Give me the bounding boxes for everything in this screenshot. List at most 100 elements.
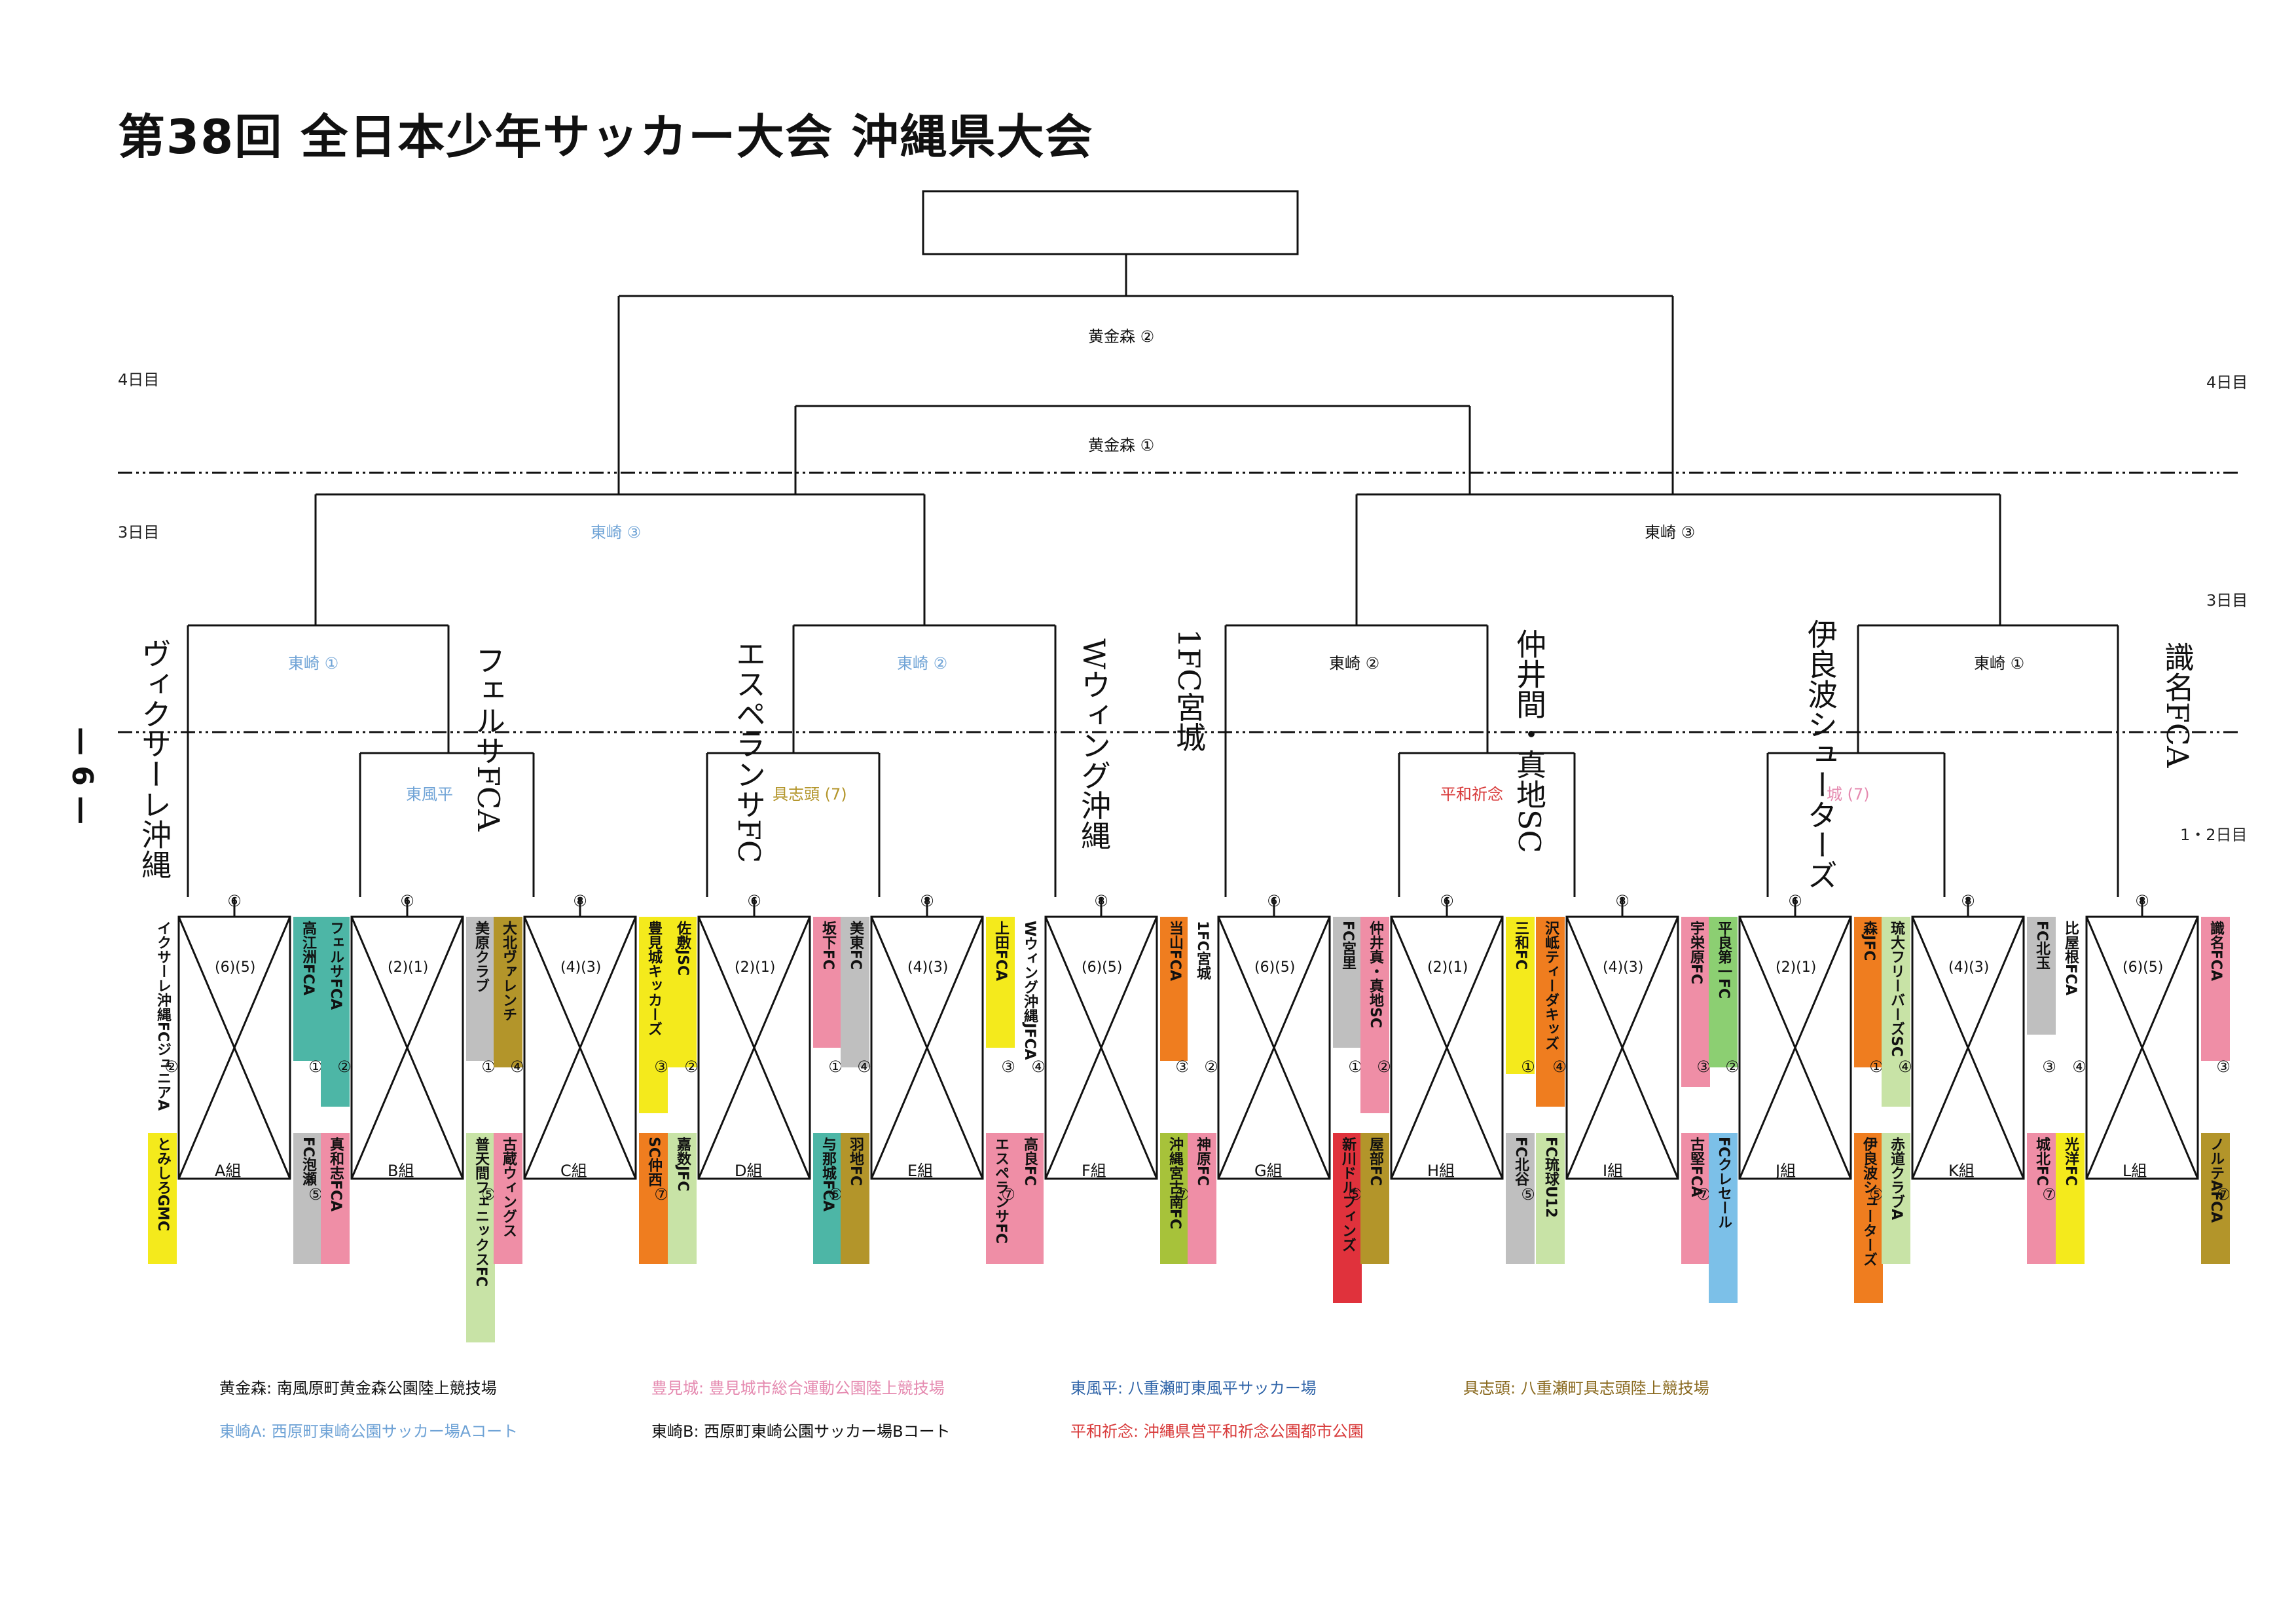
match-number: ① — [1348, 1058, 1362, 1076]
match-number: ① — [1869, 1058, 1884, 1076]
match-number: ⑧ — [920, 892, 934, 910]
group-score: (2)(1) — [1427, 959, 1468, 976]
match-number: ② — [337, 1058, 352, 1076]
team-name: 古蔵ウィングス — [494, 1133, 522, 1264]
group-diagonal — [177, 916, 291, 1179]
match-number: ③ — [1001, 1058, 1015, 1076]
day3-label-left: 3日目 — [118, 523, 160, 542]
team-name: 森JFC — [1854, 917, 1883, 1067]
group-name: D組 — [735, 1162, 763, 1180]
match-number: ② — [684, 1058, 699, 1076]
match-number: ⑦ — [2042, 1185, 2056, 1204]
team-name: 三和FC — [1506, 917, 1535, 1074]
group-diagonal — [697, 916, 811, 1179]
team-name: 新川ドルフィンズ — [1333, 1133, 1362, 1303]
match-number: ③ — [654, 1058, 668, 1076]
match-number: ⑥ — [400, 892, 414, 910]
group-diagonal — [1390, 916, 1504, 1179]
group-score: (2)(1) — [1776, 959, 1817, 976]
group-diagonal — [1217, 916, 1331, 1179]
team-name: FCクレセール — [1709, 1133, 1738, 1303]
match-number: ④ — [857, 1058, 871, 1076]
team-name: 美原クラブ — [466, 917, 495, 1061]
match-number: ⑥ — [1788, 892, 1802, 910]
team-name: 屋部FC — [1360, 1133, 1389, 1264]
team-name: FC宮里 — [1333, 917, 1362, 1048]
venue-r16-2: 東崎 ② — [897, 654, 948, 673]
match-number: ⑤ — [308, 1185, 323, 1204]
match-number: ④ — [1552, 1058, 1567, 1076]
group-score: (2)(1) — [388, 959, 429, 976]
match-number: ⑧ — [1094, 892, 1108, 910]
group-score: (4)(3) — [560, 959, 602, 976]
match-number: ⑤ — [481, 1185, 496, 1204]
venue-key-tomigusuku: 豊見城: 豊見城市総合運動公園陸上競技場 — [651, 1379, 945, 1397]
match-number: ⑤ — [1869, 1185, 1884, 1204]
group-diagonal — [523, 916, 637, 1179]
venue-semi: 黄金森 ① — [1088, 436, 1155, 454]
match-number: ⑤ — [828, 1185, 843, 1204]
team-name: 坂下FC — [813, 917, 842, 1048]
venue-r32-3: 平和祈念 — [1440, 785, 1503, 803]
group-name: E組 — [907, 1162, 934, 1180]
match-number: ⑧ — [573, 892, 587, 910]
team-name: 光洋FC — [2056, 1133, 2085, 1264]
winner-1: ヴィクサーレ沖縄 — [137, 638, 172, 879]
venue-final: 黄金森 ② — [1088, 327, 1155, 346]
match-number: ② — [1725, 1058, 1740, 1076]
group-name: C組 — [560, 1162, 587, 1180]
venue-key-agarizaki-a: 東崎A: 西原町東崎公園サッカー場Aコート — [219, 1422, 519, 1441]
team-name: 高江洲FCA — [293, 917, 322, 1061]
match-number: ④ — [1898, 1058, 1912, 1076]
team-name: 1FC宮城 — [1188, 917, 1216, 1107]
venue-key-agarizaki-b: 東崎B: 西原町東崎公園サッカー場Bコート — [651, 1422, 951, 1441]
day4-label-right: 4日目 — [2206, 373, 2248, 392]
team-name: 比屋根FCA — [2056, 917, 2085, 1067]
match-number: ⑥ — [1267, 892, 1281, 910]
match-number: ⑧ — [1961, 892, 1975, 910]
team-name: とみしろGMC — [148, 1133, 177, 1264]
winner-5: 1FC宮城 — [1171, 629, 1207, 752]
team-name: 沖縄宮古南FC — [1160, 1133, 1189, 1264]
group-score: (6)(5) — [215, 959, 256, 976]
venue-qf-left: 東崎 ③ — [591, 523, 642, 542]
match-number: ⑤ — [1348, 1185, 1362, 1204]
winner-7: 伊良波シューターズ — [1803, 619, 1838, 890]
group-diagonal — [350, 916, 464, 1179]
team-name: 赤道クラブA — [1882, 1133, 1910, 1264]
match-number: ⑥ — [1440, 892, 1454, 910]
match-number: ② — [1204, 1058, 1218, 1076]
day3-label-right: 3日目 — [2206, 591, 2248, 610]
team-name: 佐敷JSC — [668, 917, 697, 1067]
match-number: ③ — [2042, 1058, 2056, 1076]
venue-key-kochinda: 東風平: 八重瀬町東風平サッカー場 — [1070, 1379, 1317, 1397]
team-name: SC仲西 — [639, 1133, 668, 1264]
team-name: フェルサFCA — [321, 917, 350, 1107]
team-name: 識名FCA — [2201, 917, 2230, 1061]
team-name: 伊良波シューターズ — [1854, 1133, 1883, 1303]
team-name: 平良第一FC — [1709, 917, 1738, 1067]
group-score: (4)(3) — [1948, 959, 1990, 976]
match-number: ⑤ — [1521, 1185, 1535, 1204]
group-score: (2)(1) — [735, 959, 776, 976]
group-score: (4)(3) — [907, 959, 949, 976]
group-score: (6)(5) — [2123, 959, 2164, 976]
group-name: A組 — [215, 1162, 242, 1180]
champion-box — [922, 190, 1299, 255]
match-number: ⑥ — [747, 892, 761, 910]
team-name: 城北FC — [2027, 1133, 2056, 1264]
match-number: ④ — [510, 1058, 524, 1076]
team-name: ノルテAFCA — [2201, 1133, 2230, 1264]
venue-qf-right: 東崎 ③ — [1645, 523, 1696, 542]
team-name: 豊見城キッカーズ — [639, 917, 668, 1113]
match-number: ① — [308, 1058, 323, 1076]
team-name: FC北玉 — [2027, 917, 2056, 1035]
venue-key-koganemori: 黄金森: 南風原町黄金森公園陸上競技場 — [219, 1379, 497, 1397]
venue-r32-4: 城 (7) — [1827, 785, 1870, 803]
venue-key-gushikami: 具志頭: 八重瀬町具志頭陸上競技場 — [1463, 1379, 1709, 1397]
winner-3: エスペランサFC — [731, 638, 767, 864]
group-name: B組 — [388, 1162, 414, 1180]
team-name: 沢岻ティーダキッズ — [1536, 917, 1565, 1107]
match-number: ① — [1521, 1058, 1535, 1076]
